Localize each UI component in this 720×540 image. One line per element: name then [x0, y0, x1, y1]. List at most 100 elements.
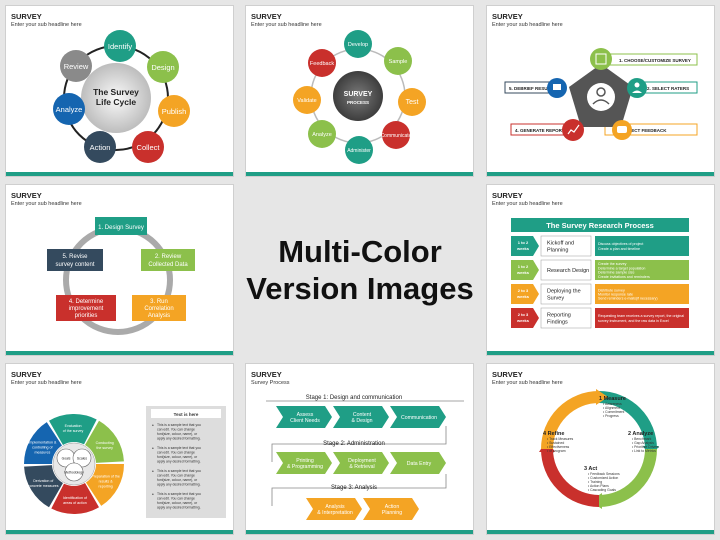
- stage-3-label: Stage 3: Analysis: [331, 485, 377, 491]
- svg-text:PROCESS: PROCESS: [347, 100, 369, 105]
- slide-pentagon-process[interactable]: SURVEY Enter your sub headline here 1. C…: [486, 5, 715, 177]
- svg-text:Publish: Publish: [162, 107, 187, 116]
- wheel-segment: [49, 414, 97, 445]
- step-validate: Validate: [293, 86, 321, 114]
- segment-label: areas of action: [63, 501, 87, 505]
- desc-line: Determine sample size: [598, 271, 635, 275]
- chevron-label: & Interpretation: [317, 510, 353, 516]
- panel-text-line: can edit. You can change: [157, 428, 195, 432]
- weeks-label: weeks: [516, 246, 530, 251]
- step-analyze: Analyze: [53, 93, 85, 125]
- slide-life-cycle[interactable]: SURVEY Enter your sub headline here The …: [5, 5, 234, 177]
- item-bullet: • Awareness: [603, 402, 622, 406]
- desc-line: Determine a target population: [598, 266, 645, 270]
- slide-title: SURVEY: [251, 370, 282, 379]
- label-2: 2. SELECT RATERS: [647, 86, 689, 91]
- slide-subtitle: Enter your sub headline here: [11, 22, 82, 28]
- panel-text-line: can edit. You can change: [157, 474, 195, 478]
- svg-text:2. Review: 2. Review: [155, 254, 182, 260]
- item-bullet: • Link to Metrics: [632, 449, 656, 453]
- weeks-label: weeks: [516, 270, 530, 275]
- slide-three-stage-process[interactable]: SURVEY Survey Process Stage 1: Design an…: [245, 363, 474, 535]
- item-bullet: • Track Measures: [547, 437, 574, 441]
- slide-title: SURVEY: [251, 12, 282, 21]
- chevron-label: Planning: [382, 510, 402, 516]
- weeks-label: weeks: [516, 294, 530, 299]
- segment-label: Identification of: [63, 496, 87, 500]
- item-heading: 3 Act: [584, 466, 597, 472]
- inner-label: Goals: [62, 457, 71, 461]
- center-title-line2: Version Images: [246, 271, 474, 306]
- segment-label: Preparation of the: [91, 475, 120, 479]
- slide-subtitle: Enter your sub headline here: [492, 201, 563, 207]
- chevron-label: Deployment: [348, 458, 376, 464]
- process-chevron: Communication: [390, 406, 446, 428]
- slide-design-cycle[interactable]: SURVEY Enter your sub headline here 1. D…: [5, 184, 234, 356]
- text-panel: [146, 406, 226, 518]
- life-cycle-diagram: The Survey Life Cycle Identify Design Pu…: [53, 30, 190, 163]
- segment-label: concrete measures: [28, 484, 59, 488]
- arc-measure: [598, 391, 657, 450]
- desc-line: Create a plan and timeline: [598, 247, 640, 251]
- item-bullet: • Progress: [603, 414, 619, 418]
- panel-text-line: apply any desired formatting.: [157, 506, 201, 510]
- arc-refine: [541, 391, 600, 450]
- slide-survey-wheel[interactable]: SURVEY Enter your sub headline here Text…: [5, 363, 234, 535]
- process-chevron: Analysis& Interpretation: [306, 498, 362, 520]
- svg-text:3. Run: 3. Run: [150, 299, 168, 305]
- desc-line: Distribute survey: [598, 288, 625, 292]
- three-stage-diagram: Stage 1: Design and communication Stage …: [266, 395, 464, 520]
- item-bullet: • Sustained: [547, 441, 564, 445]
- chevron-label: Data Entry: [407, 461, 432, 467]
- stage-2-label: Stage 2: Administration: [323, 441, 385, 447]
- step-sample: Sample: [384, 47, 412, 75]
- item-heading: 2 Analyze: [628, 431, 653, 437]
- chevron-label: Communication: [401, 415, 437, 421]
- panel-text-line: can edit. You can change: [157, 451, 195, 455]
- slide-title: SURVEY: [11, 191, 42, 200]
- svg-text:1. Design Survey: 1. Design Survey: [98, 225, 144, 231]
- svg-text:Test: Test: [406, 99, 419, 106]
- research-process-table: The Survey Research Process 1 to 2weeksK…: [511, 218, 689, 329]
- step-publish: Publish: [158, 95, 190, 127]
- svg-text:Identify: Identify: [108, 42, 132, 51]
- center-circle: [81, 63, 151, 133]
- panel-text-line: font(size, colour, name), or: [157, 432, 198, 436]
- step-develop: Develop: [344, 30, 372, 58]
- weeks-label: 2 to 3: [518, 312, 529, 317]
- slide-footer-bar: [487, 351, 714, 355]
- svg-text:Sample: Sample: [389, 59, 408, 65]
- panel-text-line: font(size, colour, name), or: [157, 478, 198, 482]
- segment-label: Evaluation: [65, 424, 82, 428]
- step-action: Action: [84, 131, 116, 163]
- slide-measure-cycle[interactable]: SURVEY Enter your sub headline here 1 Me…: [486, 363, 715, 535]
- arc-analyze: [598, 448, 657, 507]
- survey-wheel-diagram: Text is here •This is a sample text that…: [24, 406, 226, 518]
- bullet-icon: •: [152, 492, 154, 498]
- slide-subtitle: Enter your sub headline here: [492, 22, 563, 28]
- user-icon: [596, 87, 606, 97]
- chevron-label: Assess: [297, 412, 314, 418]
- item-bullet: • Commitment: [603, 410, 624, 414]
- svg-text:Feedback: Feedback: [310, 61, 334, 67]
- slide-title: SURVEY: [492, 12, 523, 21]
- label-3: 3. COLLECT FEEDBACK: [614, 128, 667, 133]
- item-bullet: • of program: [547, 449, 566, 453]
- wheel-segment: [24, 465, 63, 508]
- svg-text:priorities: priorities: [75, 313, 98, 319]
- slide-survey-process[interactable]: SURVEY Enter your sub headline here SURV…: [245, 5, 474, 177]
- slide-research-process[interactable]: SURVEY Enter your sub headline here The …: [486, 184, 715, 356]
- slide-subtitle: Survey Process: [251, 380, 290, 386]
- step-label: Findings: [547, 320, 568, 326]
- desc-line: Create invitations and reminders: [598, 275, 650, 279]
- process-chevron: Data Entry: [390, 452, 446, 474]
- arc-act: [541, 448, 600, 507]
- panel-text-line: font(size, colour, name), or: [157, 501, 198, 505]
